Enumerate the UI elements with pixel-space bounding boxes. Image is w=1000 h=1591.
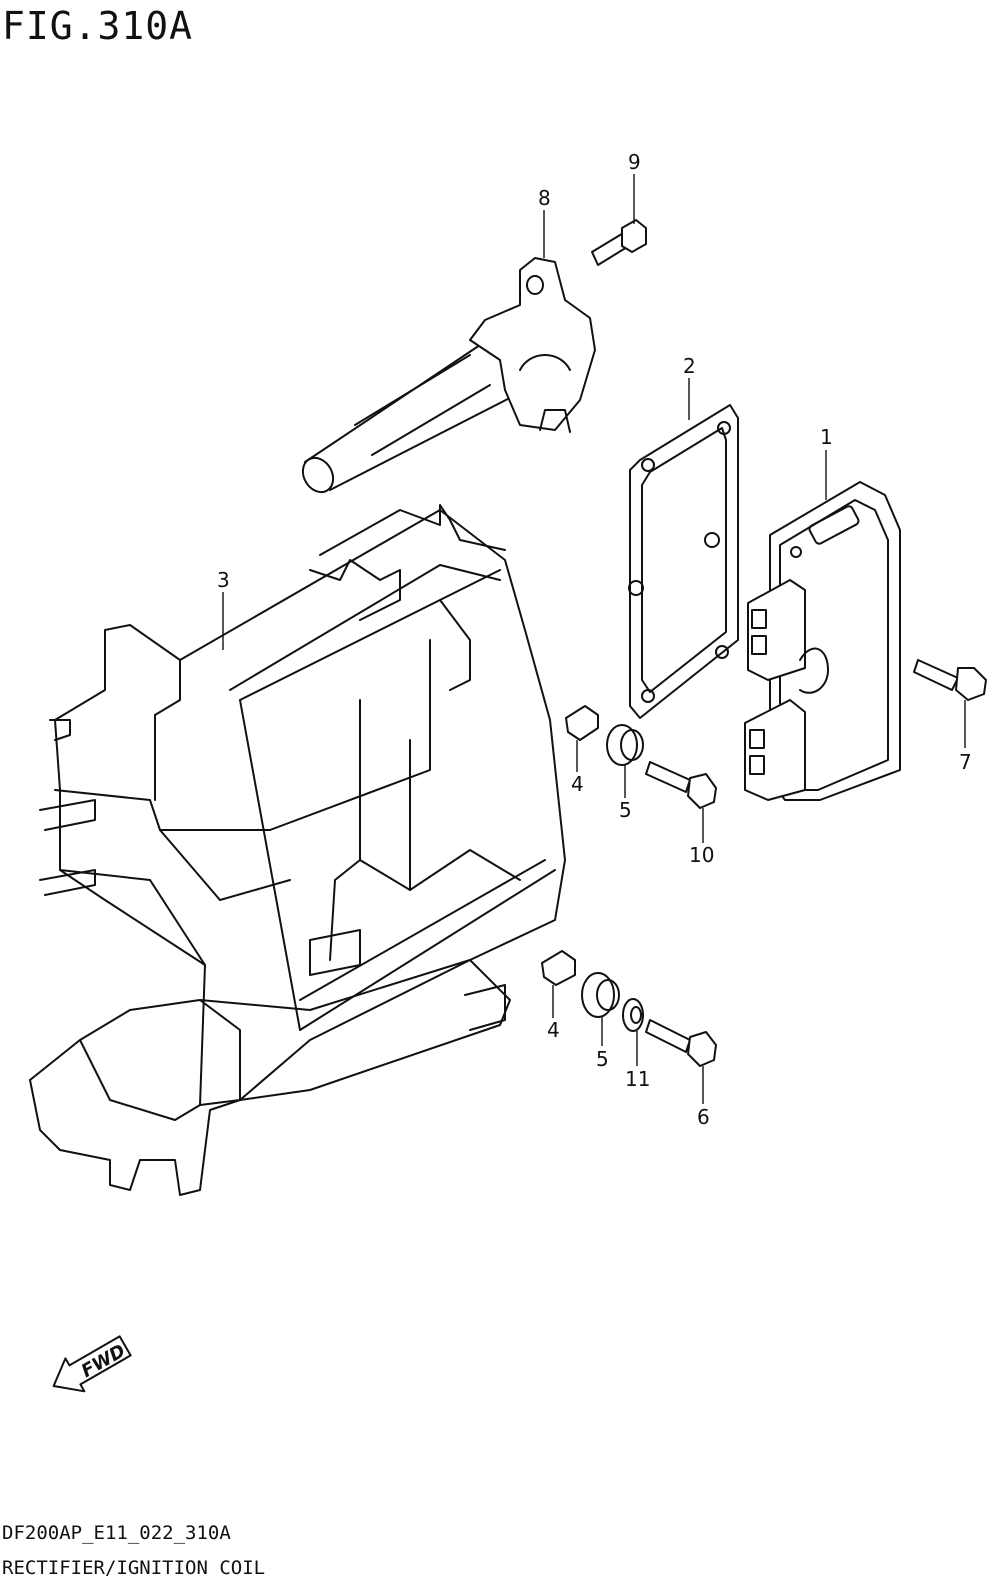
leader-lines	[222, 174, 966, 1104]
callout-1: 1	[820, 425, 833, 449]
callout-5-lower: 5	[596, 1047, 609, 1071]
footer-drawing-code: DF200AP_E11_022_310A	[2, 1522, 231, 1544]
callout-2: 2	[683, 354, 696, 378]
footer-figure-name: RECTIFIER/IGNITION COIL	[2, 1557, 266, 1579]
callout-8: 8	[538, 186, 551, 210]
callout-7: 7	[959, 750, 972, 774]
part-1-rectifier	[744, 481, 901, 801]
part-8-ignition-coil	[301, 257, 596, 494]
part-3-bracket	[29, 504, 566, 1196]
lower-grommet-group	[541, 950, 717, 1067]
callout-6: 6	[697, 1105, 710, 1129]
part-2-gasket	[628, 404, 739, 719]
part-9-bolt	[591, 219, 647, 266]
fwd-arrow-icon: FWD	[52, 1335, 132, 1393]
callout-4-upper: 4	[571, 772, 584, 796]
callout-4-lower: 4	[547, 1018, 560, 1042]
upper-grommet-group	[565, 705, 717, 809]
callout-5-upper: 5	[619, 798, 632, 822]
callout-9: 9	[628, 150, 641, 174]
callout-11: 11	[625, 1067, 650, 1091]
figure-title: FIG.310A	[2, 4, 194, 48]
part-7-bolt	[913, 659, 987, 701]
callout-10: 10	[689, 843, 714, 867]
callout-3: 3	[217, 568, 230, 592]
